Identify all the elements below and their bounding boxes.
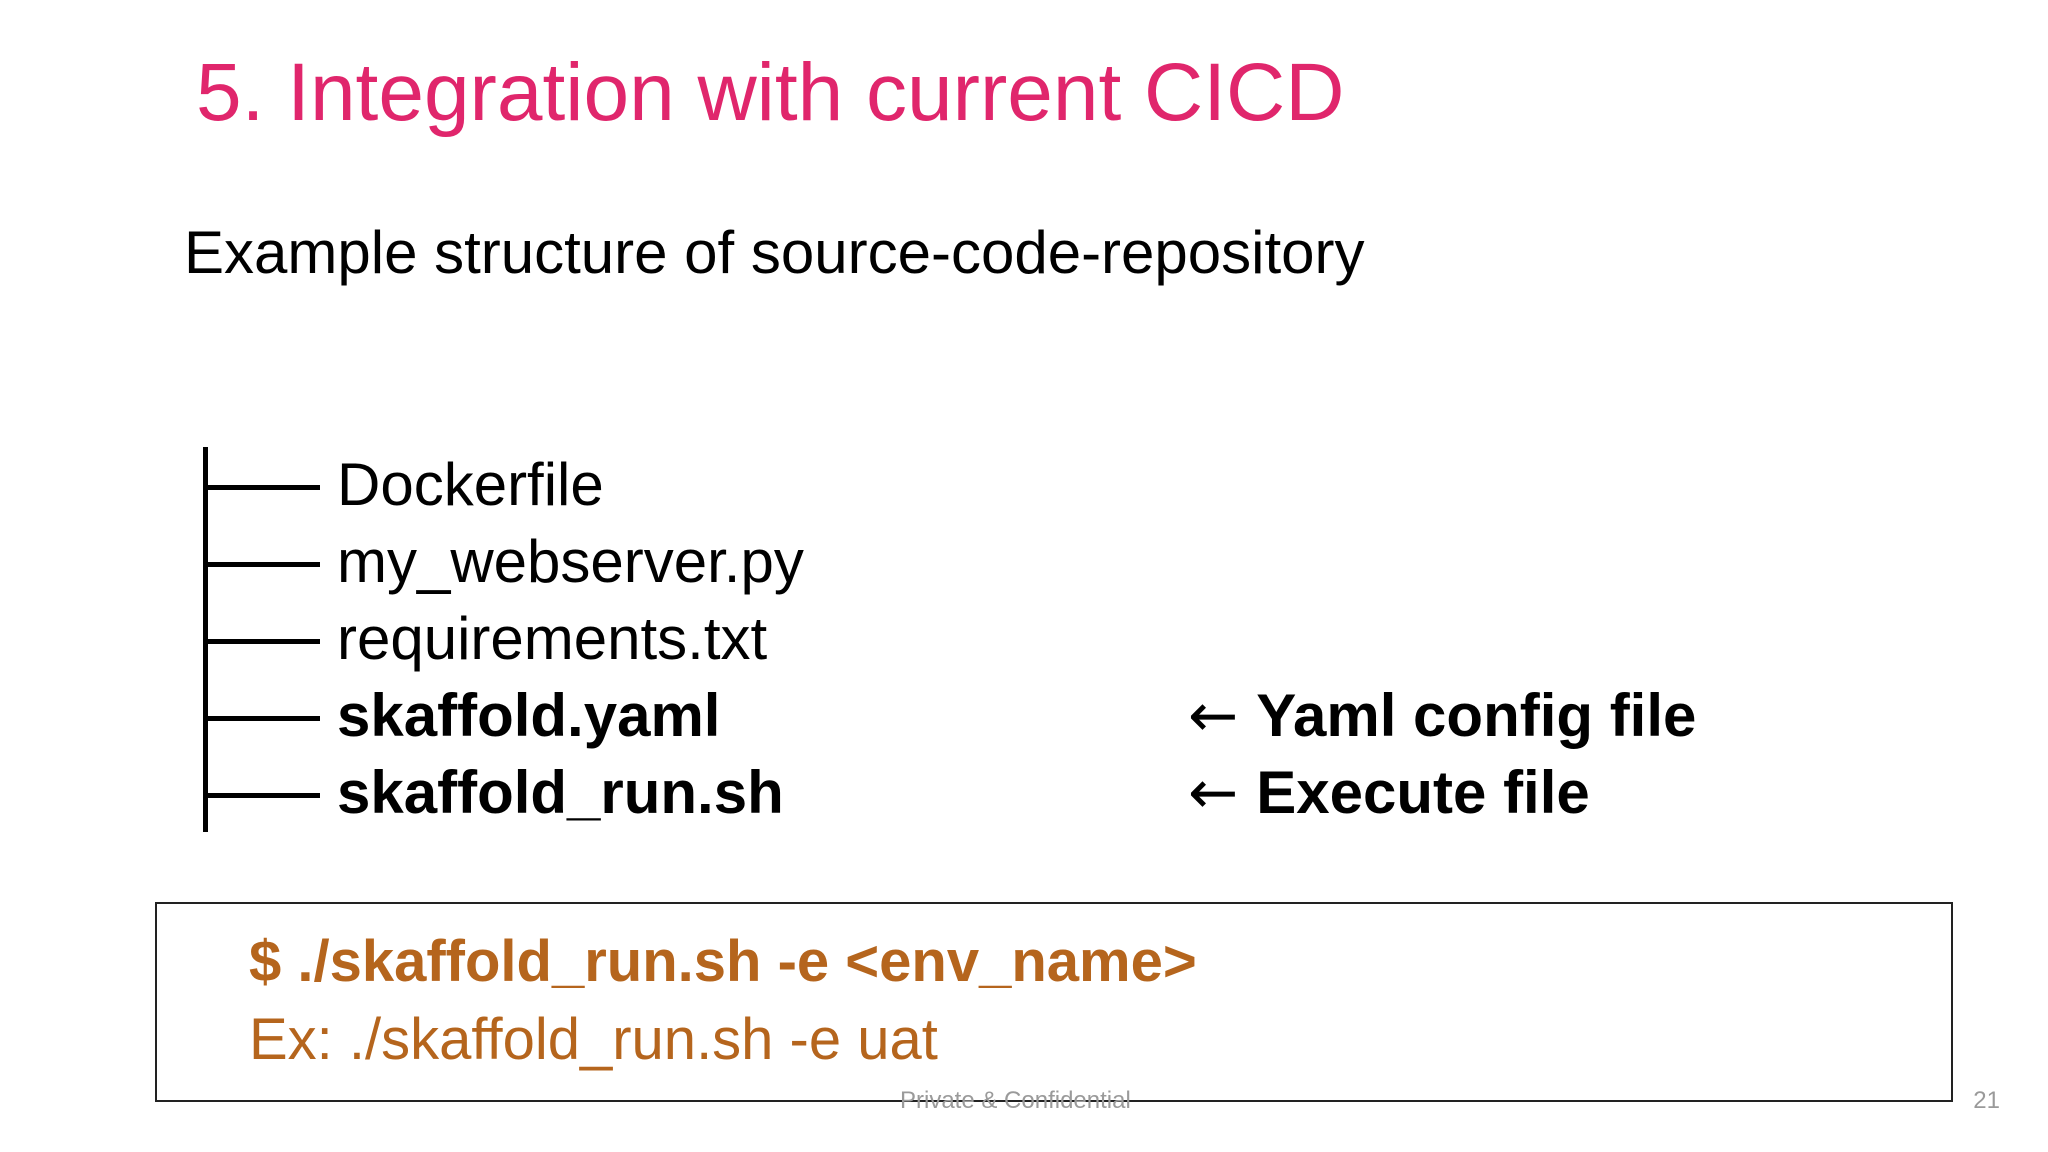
annotation-text: Execute file — [1256, 759, 1590, 826]
left-arrow-icon: ← — [1188, 758, 1239, 828]
left-arrow-icon: ← — [1188, 681, 1239, 751]
tree-item-label: skaffold.yaml — [337, 682, 721, 749]
tree-item-skaffold-run: skaffold_run.sh ← Execute file — [203, 755, 1803, 831]
slide-subtitle: Example structure of source-code-reposit… — [184, 219, 1365, 286]
tree-item-label: my_webserver.py — [337, 528, 804, 595]
tree-annotation: ← Execute file — [1188, 755, 1590, 831]
slide-title: 5. Integration with current CICD — [196, 47, 1345, 138]
tree-branch-line — [203, 562, 320, 567]
tree-branch-line — [203, 793, 320, 798]
tree-item-label: requirements.txt — [337, 605, 768, 672]
tree-item-requirements: requirements.txt — [203, 601, 1803, 677]
command-example: Ex: ./skaffold_run.sh -e uat — [249, 1007, 938, 1072]
annotation-text: Yaml config file — [1256, 682, 1697, 749]
tree-item-dockerfile: Dockerfile — [203, 447, 1803, 523]
page-number: 21 — [1973, 1087, 2000, 1114]
command-box: $ ./skaffold_run.sh -e <env_name> Ex: ./… — [155, 902, 1953, 1102]
tree-branch-line — [203, 639, 320, 644]
tree-item-label: Dockerfile — [337, 451, 604, 518]
footer-confidential: Private & Confidential — [900, 1087, 1131, 1114]
tree-branch-line — [203, 716, 320, 721]
tree-annotation: ← Yaml config file — [1188, 678, 1696, 754]
tree-item-webserver: my_webserver.py — [203, 524, 1803, 600]
tree-item-skaffold-yaml: skaffold.yaml ← Yaml config file — [203, 678, 1803, 754]
command-usage: $ ./skaffold_run.sh -e <env_name> — [249, 929, 1197, 994]
tree-branch-line — [203, 485, 320, 490]
tree-item-label: skaffold_run.sh — [337, 759, 784, 826]
